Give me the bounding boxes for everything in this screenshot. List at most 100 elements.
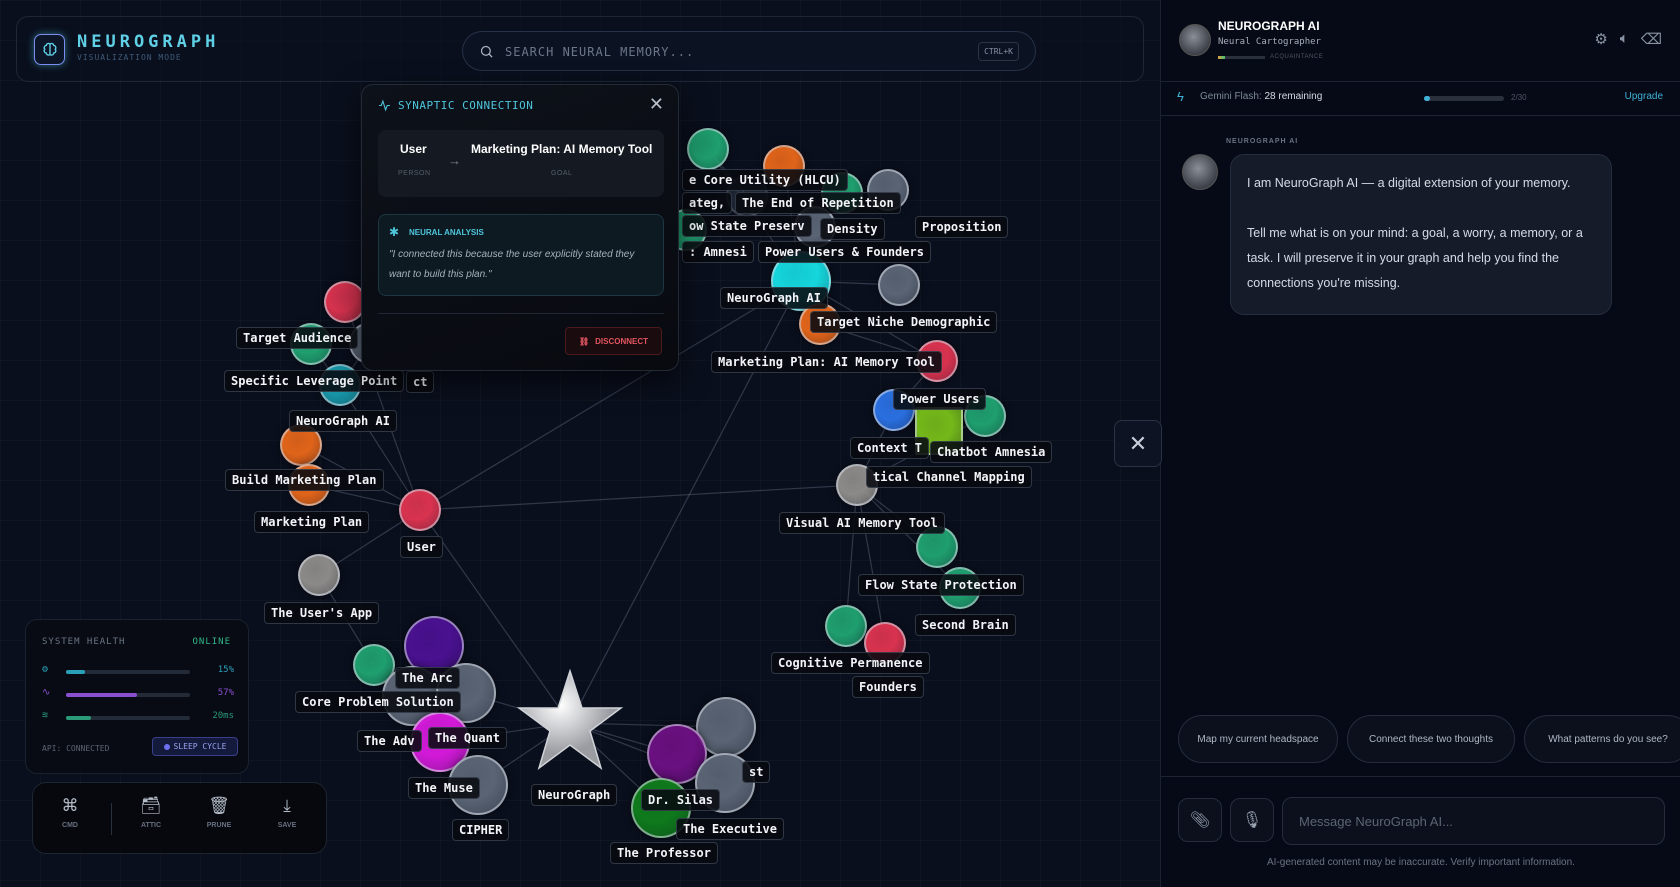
graph-node-star[interactable] (515, 668, 625, 778)
graph-node[interactable] (298, 554, 340, 596)
quota-label: Gemini Flash: (1200, 91, 1262, 102)
source-node-name: User (400, 142, 427, 156)
attic-button[interactable]: 🗃︎ ATTIC (126, 796, 176, 829)
upgrade-link[interactable]: Upgrade (1624, 91, 1663, 102)
quota-count: 2/30 (1511, 93, 1527, 102)
node-label[interactable]: Dr. Silas (641, 789, 721, 811)
node-label[interactable]: Specific Leverage Point (224, 370, 405, 392)
node-label[interactable]: Target Audience (236, 327, 359, 349)
cpu-bar-fill (66, 670, 85, 674)
graph-node[interactable] (825, 605, 867, 647)
suggestion-chip[interactable]: Connect these two thoughts (1347, 715, 1515, 763)
eraser-icon[interactable]: ⌫ (1640, 31, 1662, 48)
message-paragraph: I am NeuroGraph AI — a digital extension… (1247, 176, 1571, 190)
node-label[interactable]: e Core Utility (HLCU) (682, 169, 848, 191)
graph-edge (419, 484, 858, 511)
node-label[interactable]: Chatbot Amnesia (930, 441, 1053, 463)
node-label[interactable]: Density (820, 218, 885, 240)
node-label[interactable]: The Arc (395, 667, 460, 689)
search-bar[interactable]: CTRL+K (462, 31, 1036, 71)
sleep-cycle-label: SLEEP CYCLE (173, 742, 227, 751)
node-label[interactable]: NeuroGraph AI (720, 287, 828, 309)
node-label[interactable]: Target Niche Demographic (810, 311, 998, 333)
graph-node[interactable] (878, 264, 920, 306)
activity-bar-fill (66, 693, 137, 697)
node-label[interactable]: CIPHER (452, 819, 510, 841)
attach-button[interactable]: 📎︎ (1178, 798, 1222, 842)
latency-metric: ≋ 20ms (42, 710, 234, 725)
node-label[interactable]: Visual AI Memory Tool (779, 512, 945, 534)
node-label[interactable]: ct (406, 371, 435, 393)
latency-bar-fill (66, 716, 91, 720)
node-label[interactable]: NeuroGraph (531, 784, 618, 806)
node-label[interactable]: Flow State Protection (858, 574, 1024, 596)
gear-icon[interactable]: ⚙ (1594, 31, 1608, 48)
microphone-button[interactable]: 🎙︎ (1230, 798, 1274, 842)
node-label[interactable]: The End of Repetition (735, 192, 901, 214)
search-input[interactable] (505, 42, 925, 62)
node-label[interactable]: The Muse (408, 777, 480, 799)
node-label[interactable]: Context T (850, 437, 930, 459)
node-label[interactable]: The Quant (428, 727, 508, 749)
paperclip-icon: 📎︎ (1189, 812, 1211, 829)
node-label[interactable]: The Executive (676, 818, 784, 840)
divider (1161, 81, 1680, 82)
node-label[interactable]: st (742, 761, 771, 783)
graph-node[interactable] (324, 281, 366, 323)
node-label[interactable]: Power Users & Founders (758, 241, 931, 263)
relationship-bar (1218, 56, 1265, 59)
arrow-right-icon: → (448, 153, 461, 168)
suggestion-chip[interactable]: What patterns do you see? (1524, 715, 1680, 763)
analysis-heading: NEURAL ANALYSIS (409, 228, 484, 237)
shortcut-hint: CTRL+K (978, 42, 1019, 61)
node-label[interactable]: The User's App (264, 602, 380, 624)
graph-edge (419, 280, 802, 511)
cpu-icon: ⚙ (42, 664, 49, 675)
node-label[interactable]: NeuroGraph AI (289, 410, 397, 432)
synaptic-connection-popup: SYNAPTIC CONNECTION ✕ User PERSON → Mark… (361, 84, 679, 371)
node-label[interactable]: User (400, 536, 443, 558)
node-label[interactable]: tical Channel Mapping (866, 466, 1032, 488)
close-panel-button[interactable]: ✕ (1114, 420, 1162, 467)
cpu-metric: ⚙ 15% (42, 664, 234, 679)
speaker-icon[interactable]: 🔈︎ (1619, 30, 1629, 47)
latency-value: 20ms (212, 711, 234, 721)
graph-node[interactable] (399, 489, 441, 531)
attic-label: ATTIC (140, 822, 162, 829)
message-input[interactable] (1283, 798, 1664, 844)
quota-bar (1424, 96, 1504, 101)
node-label[interactable]: Marketing Plan: AI Memory Tool (711, 351, 942, 373)
node-label[interactable]: ateg, (682, 192, 733, 214)
cmd-label: CMD (62, 822, 78, 829)
suggestion-chip[interactable]: Map my current headspace (1178, 715, 1338, 763)
sleep-cycle-button[interactable]: SLEEP CYCLE (152, 737, 238, 756)
activity-icon (379, 99, 390, 112)
cmd-button[interactable]: ⌘CMD (45, 796, 95, 829)
divider (1161, 776, 1680, 777)
archive-icon: 🗃︎ (140, 796, 162, 815)
node-label[interactable]: Proposition (915, 216, 1009, 238)
node-label[interactable]: Core Problem Solution (295, 691, 461, 713)
node-label[interactable]: Cognitive Permanence (771, 652, 930, 674)
node-label[interactable]: Founders (852, 676, 924, 698)
prune-label: PRUNE (206, 822, 232, 829)
node-label[interactable]: Build Marketing Plan (225, 469, 384, 491)
quota-remaining: 28 remaining (1264, 91, 1323, 102)
graph-node[interactable] (687, 128, 729, 170)
prune-button[interactable]: 🗑︎ PRUNE (194, 796, 244, 829)
download-icon: ⤓ (283, 796, 291, 815)
node-label[interactable]: ow State Preserv (682, 215, 812, 237)
node-label[interactable]: Marketing Plan (254, 511, 370, 533)
message-field[interactable] (1282, 797, 1665, 845)
close-icon[interactable]: ✕ (648, 94, 664, 114)
graph-edge (845, 484, 858, 627)
node-label[interactable]: : Amnesi (682, 241, 754, 263)
trash-icon: 🗑︎ (208, 796, 230, 815)
node-label[interactable]: The Professor (610, 842, 718, 864)
graph-canvas[interactable]: e Core Utility (HLCU)ateg,ow State Prese… (0, 0, 1160, 887)
node-label[interactable]: Power Users (893, 388, 987, 410)
disconnect-button[interactable]: ⛓ DISCONNECT (565, 327, 662, 355)
node-label[interactable]: Second Brain (915, 614, 1016, 636)
node-label[interactable]: The Adv (357, 730, 422, 752)
save-button[interactable]: ⤓SAVE (262, 796, 312, 829)
